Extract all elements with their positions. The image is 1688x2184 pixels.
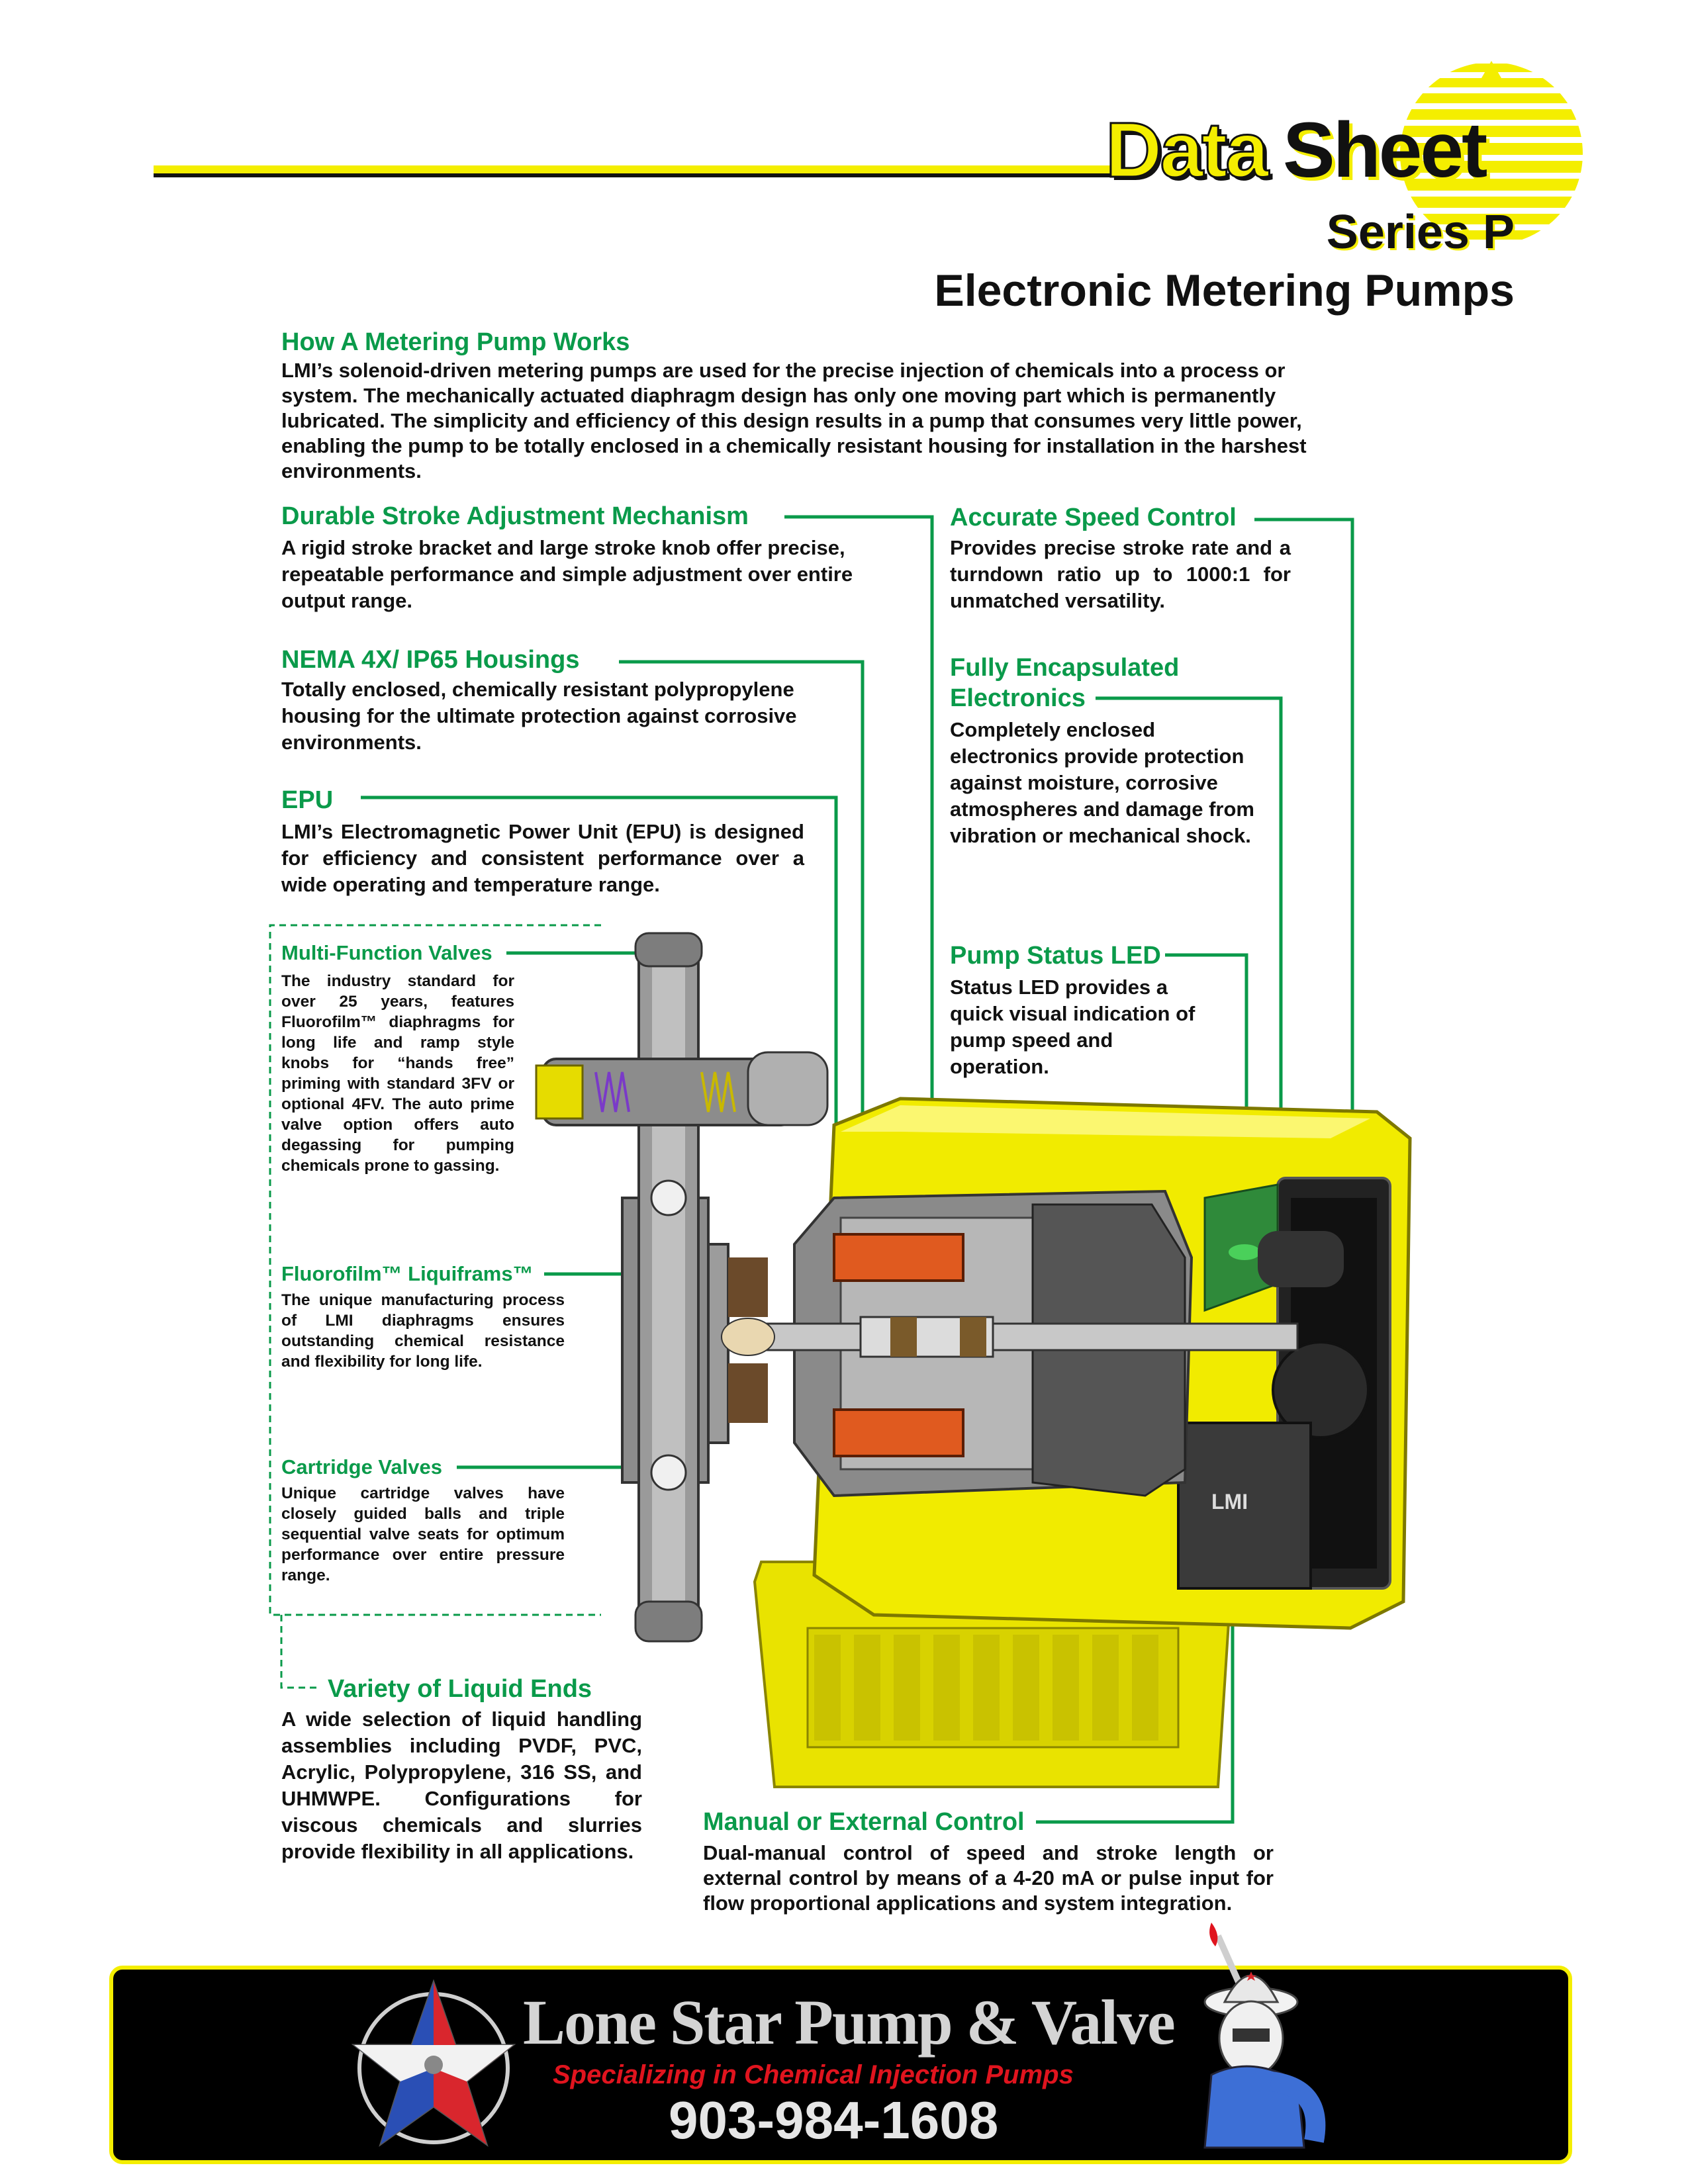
electronics-body: Completely enclosed electronics provide … — [950, 718, 1254, 847]
title-data: Data — [1105, 107, 1270, 194]
manual-control-body: Dual-manual control of speed and stroke … — [703, 1841, 1274, 1915]
stroke-adjustment-body: A rigid stroke bracket and large stroke … — [281, 536, 853, 612]
multi-function-valves-heading: Multi-Function Valves — [281, 941, 492, 964]
stroke-adjustment-heading: Durable Stroke Adjustment Mechanism — [281, 502, 749, 530]
footer-company: Lone Star Pump & Valve — [523, 1987, 1176, 2058]
mascot-welder-illustration — [1203, 1923, 1326, 2149]
footer-phone[interactable]: 903-984-1608 — [669, 2091, 999, 2150]
speed-control-body: Provides precise stroke rate and a turnd… — [950, 536, 1291, 612]
multi-function-valves-body: The industry standard for over 25 years,… — [281, 972, 514, 1175]
header-graphics — [154, 61, 1583, 240]
lmi-logo-text: LMI — [1211, 1490, 1248, 1514]
status-led-heading: Pump Status LED — [950, 942, 1161, 970]
footer-banner — [109, 1966, 1572, 2164]
cartridge-valves-body: Unique cartridge valves have closely gui… — [281, 1484, 565, 1584]
speed-control-heading: Accurate Speed Control — [950, 504, 1237, 531]
pump-cutaway-illustration: LMI — [535, 932, 1412, 1788]
footer-tagline: Specializing in Chemical Injection Pumps — [553, 2060, 1074, 2089]
lone-star-logo — [351, 1979, 516, 2147]
liquiframs-body: The unique manufacturing process of LMI … — [281, 1291, 565, 1371]
manual-control-heading: Manual or External Control — [703, 1808, 1025, 1836]
liquiframs-heading: Fluorofilm™ Liquiframs™ — [281, 1262, 534, 1285]
epu-heading: EPU — [281, 786, 334, 814]
sun-emblem — [1400, 61, 1583, 240]
epu-body: LMI’s Electromagnetic Power Unit (EPU) i… — [281, 820, 804, 896]
liquid-ends-heading: Variety of Liquid Ends — [328, 1675, 592, 1703]
liquid-ends-body: A wide selection of liquid handling asse… — [281, 1707, 642, 1863]
cartridge-valves-heading: Cartridge Valves — [281, 1455, 442, 1479]
product-title: Electronic Metering Pumps — [934, 265, 1515, 316]
nema-body: Totally enclosed, chemically resistant p… — [281, 678, 797, 754]
how-it-works-heading: How A Metering Pump Works — [281, 328, 630, 356]
status-led-body: Status LED provides a quick visual indic… — [950, 976, 1196, 1078]
how-it-works-body: LMI’s solenoid-driven metering pumps are… — [281, 359, 1307, 482]
title-sheet: Sheet — [1283, 107, 1487, 194]
series-label: Series P — [1326, 206, 1515, 259]
nema-heading: NEMA 4X/ IP65 Housings — [281, 646, 580, 674]
electronics-heading-line2: Electronics — [950, 684, 1086, 712]
electronics-heading-line1: Fully Encapsulated — [950, 654, 1180, 682]
